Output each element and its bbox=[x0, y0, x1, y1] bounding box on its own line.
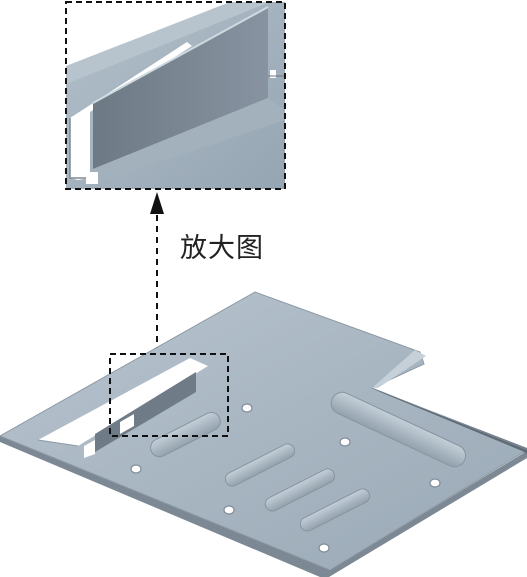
mounting-holes bbox=[130, 403, 441, 553]
callout-label: 放大图 bbox=[180, 233, 264, 264]
sheet-metal-plate bbox=[0, 291, 527, 577]
rib-bosses bbox=[150, 391, 467, 532]
enlarged-view bbox=[66, 2, 285, 189]
plate-slot bbox=[38, 358, 208, 446]
enlarged-view-frame bbox=[65, 1, 286, 190]
arrow-up-icon bbox=[150, 192, 164, 214]
